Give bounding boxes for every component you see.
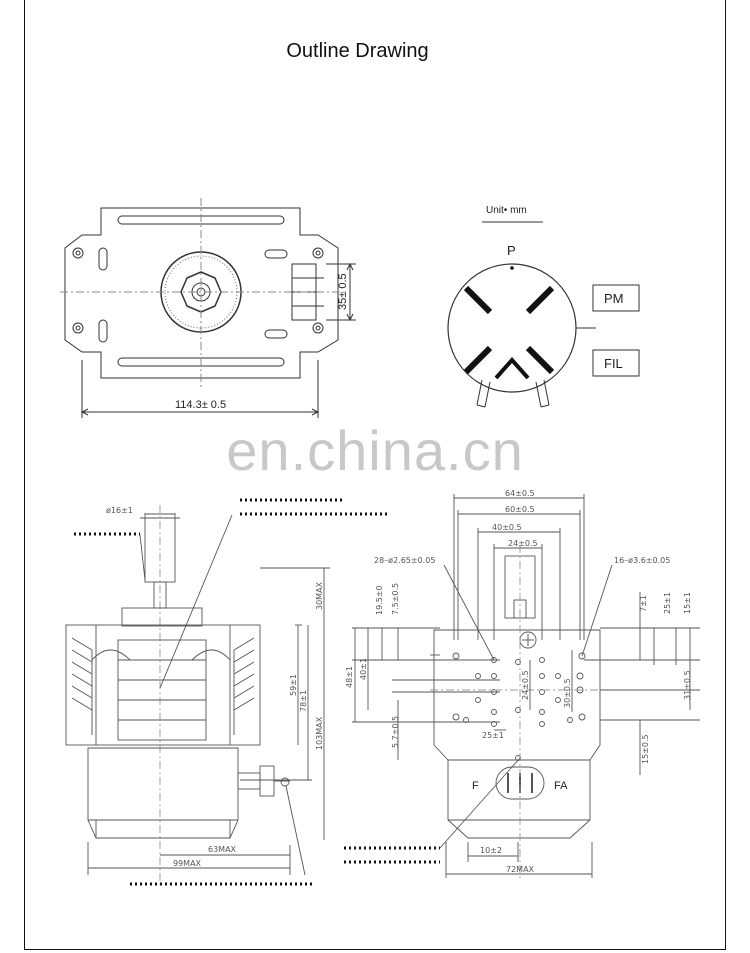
p-label: P <box>507 243 516 258</box>
dim-60: 60±0.5 <box>505 505 535 514</box>
height-dimension: 35± 0.5 <box>337 273 349 310</box>
dim-40-left: 40±1 <box>359 658 368 680</box>
dim-5-7: 5.7±0.5 <box>391 716 400 748</box>
dim-30-right: 30±0.5 <box>563 678 572 708</box>
dim-25-center: 25±1 <box>482 731 504 740</box>
width-dimension: 114.3± 0.5 <box>175 399 226 411</box>
dim-103max: 103MAX <box>315 716 324 750</box>
dim-78: 78±1 <box>299 690 308 712</box>
dim-24: 24±0.5 <box>508 539 538 548</box>
holes-left-label: 28–ø2.65±0.05 <box>374 556 435 565</box>
dim-64: 64±0.5 <box>505 489 535 498</box>
dim-72max: 72MAX <box>506 865 535 874</box>
holes-right-label: 16–ø3.6±0.05 <box>614 556 670 565</box>
pm-label: PM <box>604 291 624 306</box>
dim-15-bottom-right: 15±0.5 <box>641 734 650 764</box>
drawing-frame <box>24 0 726 950</box>
terminal-bars <box>463 285 555 375</box>
callout-markers <box>74 498 440 886</box>
unit-label: Unit• mm <box>486 205 527 216</box>
dim-24-center: 24±0.5 <box>521 670 530 700</box>
f-label: F <box>472 780 479 792</box>
dim-30max: 30MAX <box>315 581 324 610</box>
fa-label: FA <box>554 780 568 792</box>
watermark: en.china.cn <box>226 419 524 482</box>
page-title: Outline Drawing <box>286 40 429 62</box>
fil-label: FIL <box>604 356 623 371</box>
dim-15-right: 15±1 <box>683 592 692 614</box>
dim-63max: 63MAX <box>208 845 237 854</box>
dim-59: 59±1 <box>289 674 298 696</box>
dim-7-right: 7±1 <box>639 595 648 612</box>
dim-31-right: 31±0.5 <box>683 670 692 700</box>
dim-7-5: 7.5±0.5 <box>391 583 400 615</box>
diameter-label: ø16±1 <box>106 506 133 515</box>
dim-99max: 99MAX <box>173 859 202 868</box>
dim-10: 10±2 <box>480 846 502 855</box>
dim-40: 40±0.5 <box>492 523 522 532</box>
top-view-plate <box>64 207 339 379</box>
dim-48: 48±1 <box>345 666 354 688</box>
dim-19-5: 19.5±0 <box>375 585 384 615</box>
dim-25-right: 25±1 <box>663 592 672 614</box>
